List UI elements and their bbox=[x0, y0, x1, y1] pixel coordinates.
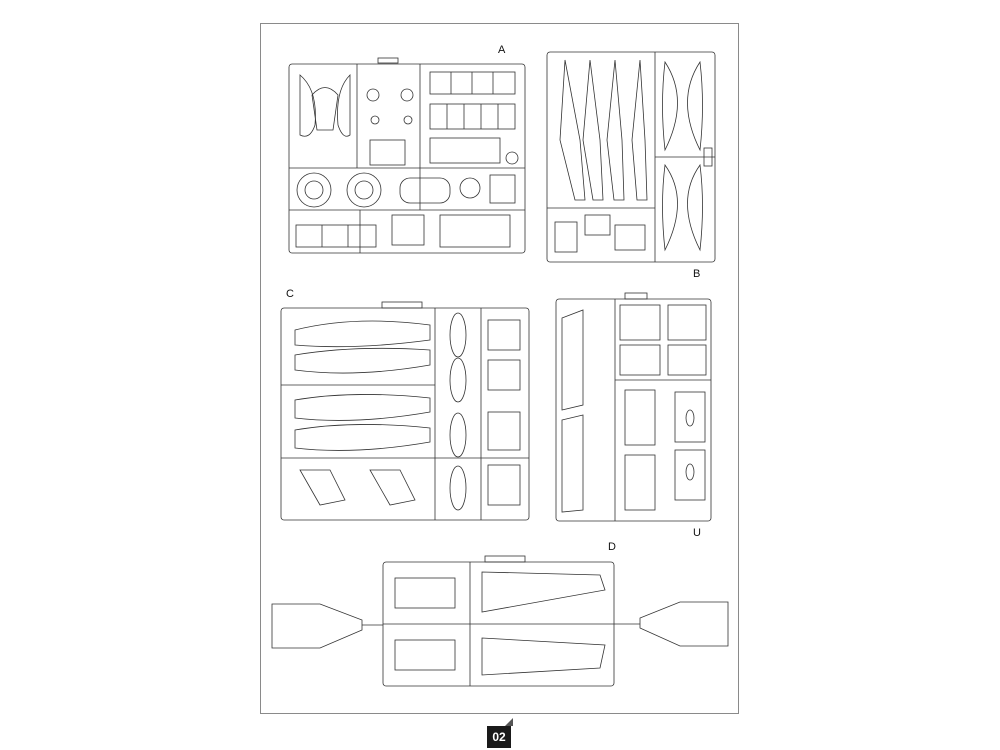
sprue-a-label: A bbox=[498, 44, 506, 56]
sprue-b-label: B bbox=[693, 268, 701, 280]
sprue-a bbox=[288, 57, 526, 254]
page-number-corner bbox=[505, 718, 513, 726]
page-number: 02 bbox=[487, 726, 511, 748]
sprue-u-label: U bbox=[693, 527, 701, 539]
sprue-c bbox=[280, 301, 530, 521]
sprue-d-label: D bbox=[608, 541, 616, 553]
sprue-b bbox=[546, 51, 716, 263]
sprue-d bbox=[271, 555, 729, 687]
sprue-u bbox=[555, 292, 712, 522]
sprue-c-label: C bbox=[286, 288, 294, 300]
